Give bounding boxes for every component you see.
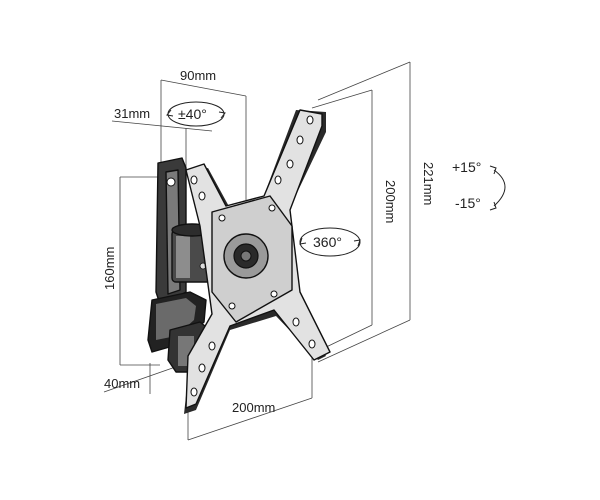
label-depth-31: 31mm [114,106,150,121]
tilt-arrow-icon [489,165,506,211]
label-tilt-up: +15° [452,159,481,175]
label-vesa-horizontal-200: 200mm [232,400,275,415]
swivel-ellipse-icon [166,101,226,127]
label-swivel: ±40° [178,106,207,122]
rotation-ellipse-icon [299,227,361,257]
label-tilt-down: -15° [455,195,481,211]
dimension-lines [103,61,411,441]
label-width-90: 90mm [180,68,216,83]
label-vesa-vertical-200: 200mm [383,180,398,223]
label-rotate: 360° [313,234,342,250]
label-height-160: 160mm [102,247,117,290]
label-depth-40: 40mm [104,376,140,391]
label-overall-221: 221mm [421,162,436,205]
vesa-plate [184,109,331,414]
